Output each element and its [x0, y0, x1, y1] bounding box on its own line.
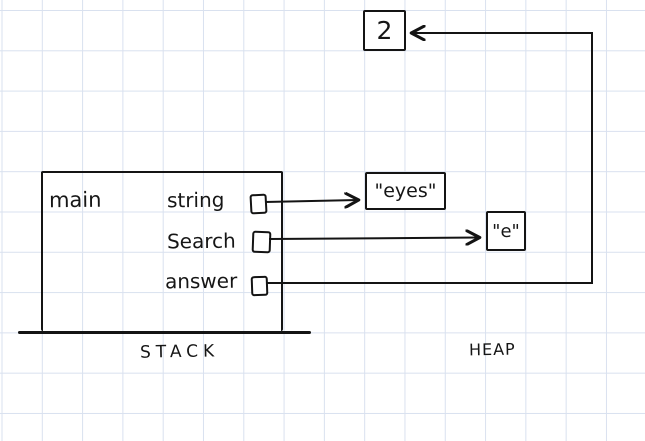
pointer-cell-answer	[250, 275, 269, 297]
heap-section-label: HEAP	[468, 339, 516, 360]
stack-section-label: STACK	[139, 341, 220, 363]
heap-eyes-value: "eyes"	[374, 180, 437, 202]
heap-object-number: 2	[363, 10, 406, 51]
arrow-answer-to-2	[266, 33, 593, 284]
heap-number-value: 2	[376, 16, 393, 45]
stack-frame-label: main	[48, 187, 102, 213]
stack-base-line	[18, 331, 311, 334]
variable-label-string: string	[166, 187, 225, 213]
variable-label-answer: answer	[164, 268, 238, 294]
arrow-search-to-e	[268, 238, 479, 240]
pointer-cell-search	[251, 230, 272, 254]
variable-label-search: Search	[166, 228, 236, 254]
heap-e-value: "e"	[492, 220, 520, 242]
heap-object-e-string: "e"	[486, 211, 526, 251]
heap-object-eyes-string: "eyes"	[365, 172, 446, 210]
pointer-cell-string	[249, 193, 268, 215]
